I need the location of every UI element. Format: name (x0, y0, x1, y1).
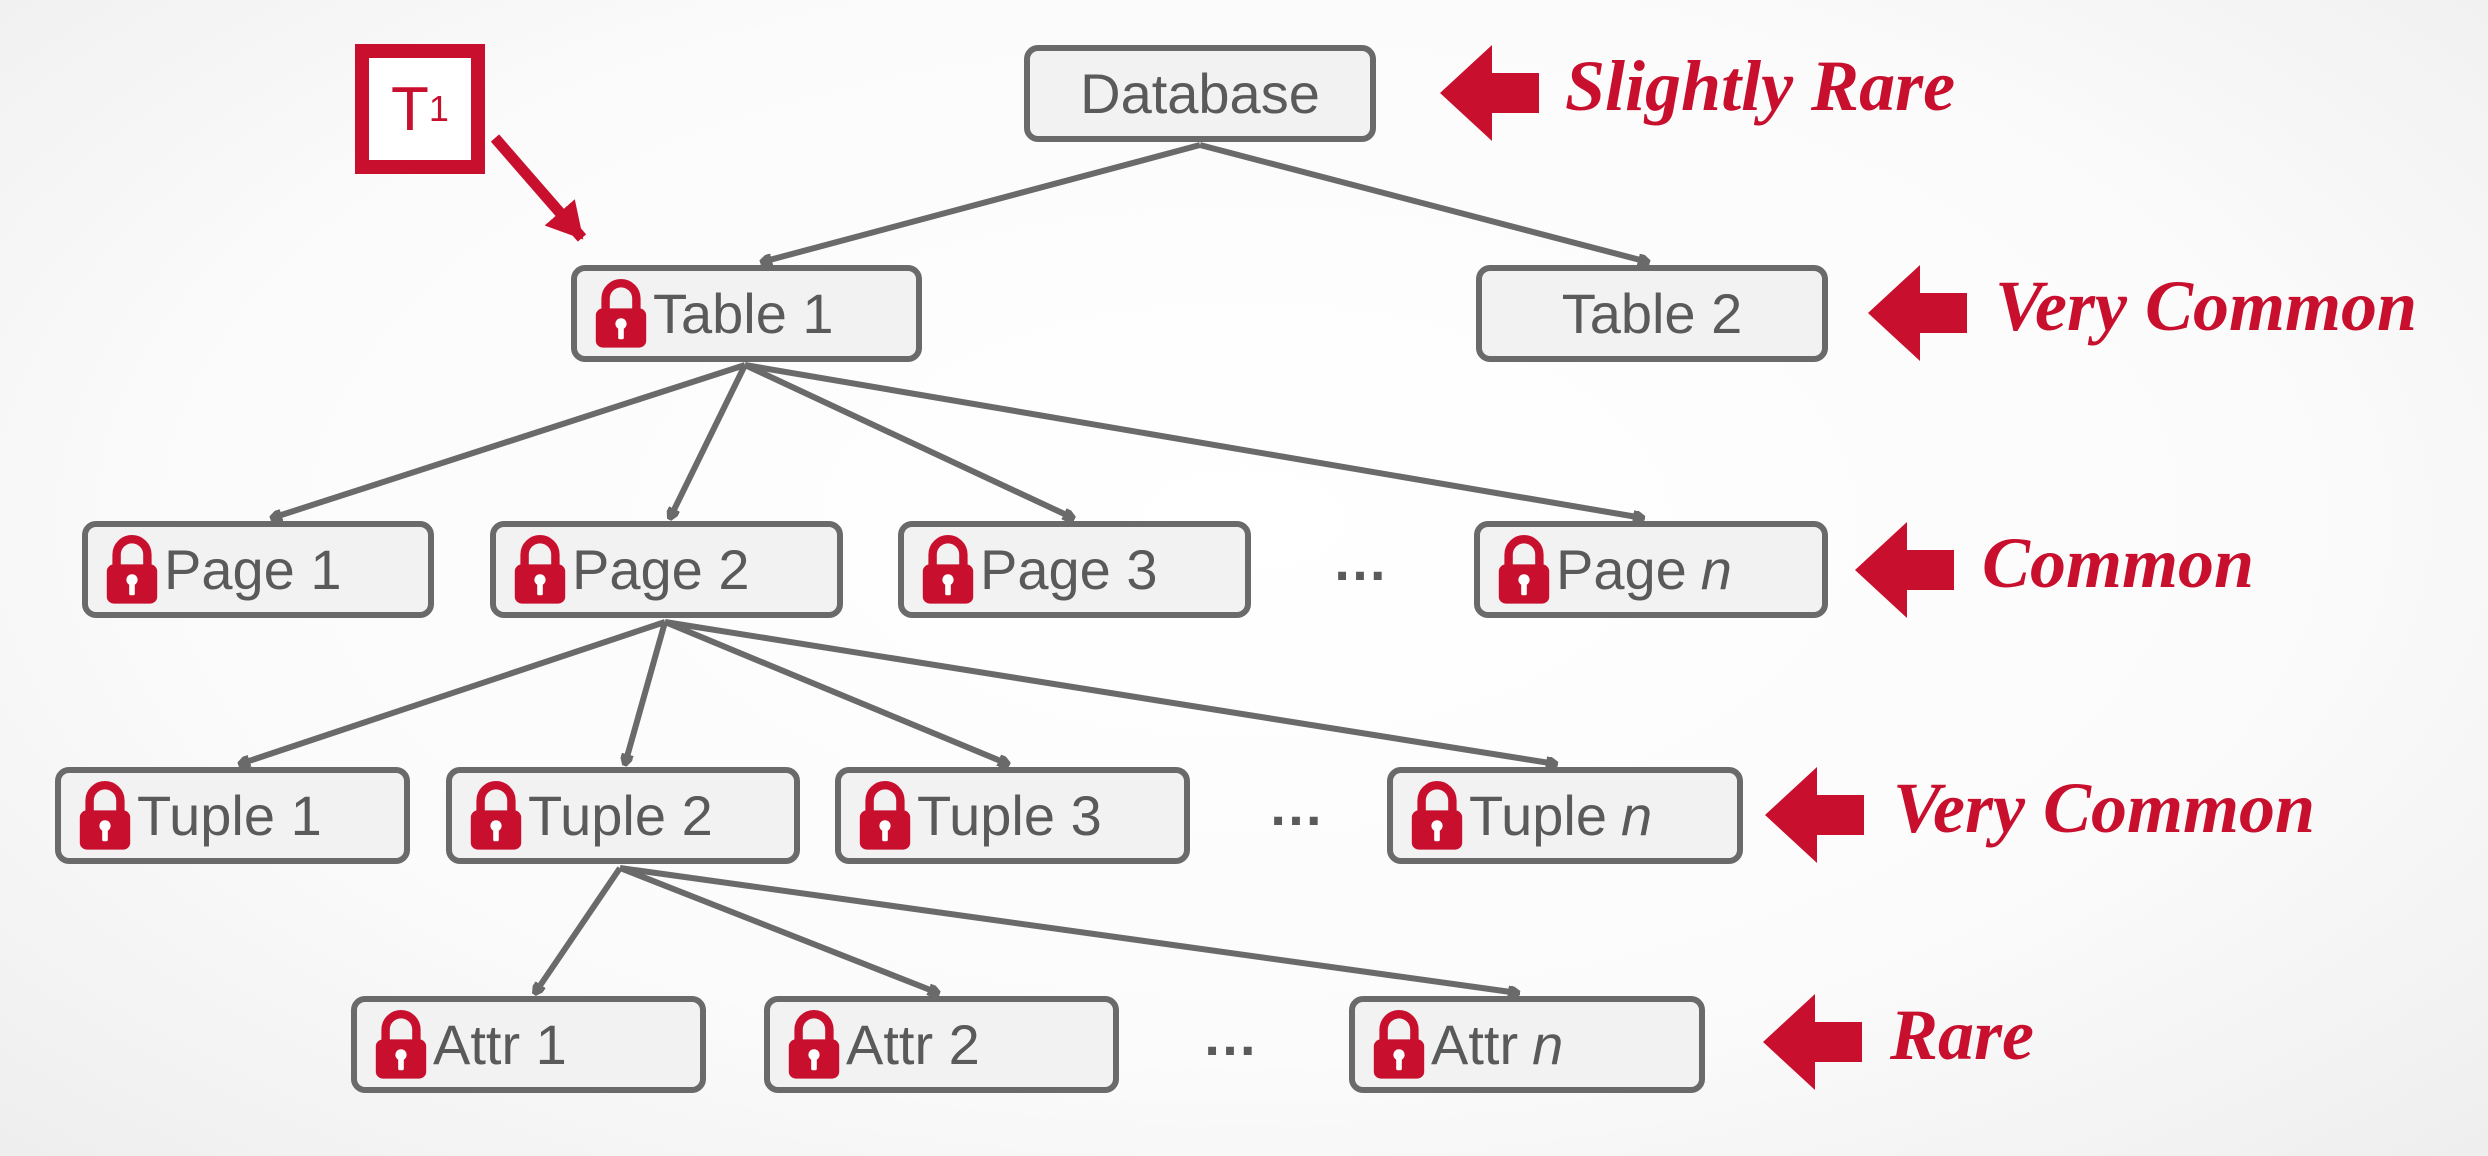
node-attr-1[interactable]: Attr 1 (351, 996, 706, 1093)
edge-tuple2-attr1 (535, 866, 623, 993)
edge-tuple2-attr2 (618, 865, 938, 993)
node-table-2[interactable]: Table 2 (1476, 265, 1828, 362)
node-tuple-2[interactable]: Tuple 2 (446, 767, 800, 864)
level-label-database: Slightly Rare (1565, 46, 1956, 126)
node-label: Attr 2 (846, 1013, 980, 1076)
level-label-page: Common (1982, 523, 2255, 603)
left-arrow-icon (1868, 265, 1967, 361)
node-label: Table 1 (653, 282, 834, 345)
left-arrow-icon (1855, 522, 1954, 618)
lock-icon (375, 1009, 427, 1079)
left-arrow-icon (1763, 994, 1862, 1090)
level-label-tuple: Very Common (1893, 768, 2316, 848)
lock-icon (595, 278, 647, 348)
node-table-1[interactable]: Table 1 (571, 265, 922, 362)
node-label-variable: n (1700, 538, 1732, 601)
lock-icon (1411, 780, 1463, 850)
node-label-variable: n (1532, 1013, 1564, 1076)
edge-page2-tuple1 (240, 619, 666, 764)
node-label: Table 2 (1561, 282, 1743, 345)
edge-page2-tuple2 (625, 621, 668, 764)
node-label: Page (1556, 538, 1687, 601)
transaction-subscript: 1 (428, 88, 449, 129)
node-page-2[interactable]: Page 2 (490, 521, 843, 618)
node-label: Attr (1431, 1013, 1519, 1076)
transaction-label: T (391, 74, 429, 144)
lock-icon (859, 780, 911, 850)
node-label: Page 3 (980, 538, 1158, 601)
node-label: Tuple (1469, 784, 1608, 847)
node-label: Page 1 (164, 538, 342, 601)
node-page-1[interactable]: Page 1 (82, 521, 434, 618)
node-tuple-1[interactable]: Tuple 1 (55, 767, 410, 864)
edge-table1-pagen (744, 362, 1643, 518)
edge-table1-page2 (670, 363, 748, 518)
edge-page2-tuple3 (663, 619, 1008, 764)
lock-icon (514, 534, 566, 604)
lock-icon (788, 1009, 840, 1079)
ellipsis: … (1202, 1004, 1260, 1067)
left-arrow-icon (1440, 45, 1539, 141)
lock-icon (79, 780, 131, 850)
lock-icon (470, 780, 522, 850)
node-tuple-3[interactable]: Tuple 3 (835, 767, 1190, 864)
node-label: Tuple 3 (917, 784, 1102, 847)
node-attr-2[interactable]: Attr 2 (764, 996, 1119, 1093)
node-label: Attr 1 (433, 1013, 567, 1076)
level-label-attr: Rare (1890, 995, 2034, 1075)
edge-database-table2 (1199, 142, 1648, 262)
level-label-table: Very Common (1995, 266, 2418, 346)
edge-database-table1 (762, 142, 1201, 262)
node-label: Database (1080, 62, 1320, 125)
node-label: Page 2 (572, 538, 750, 601)
node-label-variable: n (1621, 784, 1653, 847)
ellipsis: … (1332, 529, 1390, 592)
node-database[interactable]: Database (1024, 45, 1376, 142)
node-page-3[interactable]: Page 3 (898, 521, 1251, 618)
node-label: Tuple 1 (137, 784, 322, 847)
lock-icon (922, 534, 974, 604)
lock-icon (1373, 1009, 1425, 1079)
left-arrow-icon (1765, 767, 1864, 863)
lock-icon (1498, 534, 1550, 604)
edge-page2-tuplen (664, 619, 1556, 764)
lock-icon (106, 534, 158, 604)
edge-table1-page3 (743, 362, 1073, 518)
ellipsis: … (1268, 774, 1326, 837)
txn-pointer-arrow (490, 134, 587, 242)
edge-tuple2-attrn (619, 865, 1518, 993)
node-label: Tuple 2 (528, 784, 713, 847)
edge-table1-page1 (272, 362, 746, 518)
